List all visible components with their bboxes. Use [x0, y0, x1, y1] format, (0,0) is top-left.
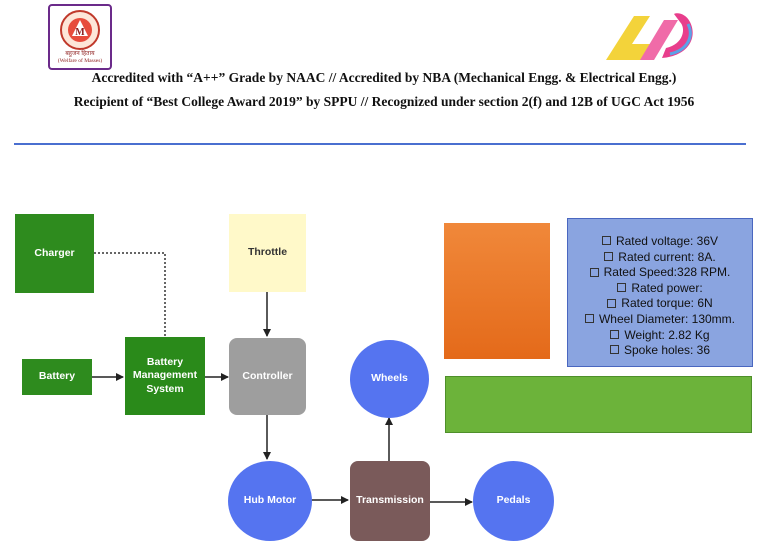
recognition-line: Recipient of “Best College Award 2019” b…	[73, 94, 695, 109]
bullet-icon	[604, 251, 614, 261]
battery-node: Battery	[22, 359, 92, 395]
wheels-node: Wheels	[350, 340, 429, 418]
spec-item: Rated torque: 6N	[568, 296, 752, 312]
college-emblem-logo: M बहुजन हिताय (Welfare of Masses)	[48, 4, 112, 70]
spec-text: Spoke holes: 36	[623, 343, 711, 358]
emblem-motto: बहुजन हिताय	[65, 51, 95, 57]
orange-placeholder-block	[444, 223, 550, 359]
accreditation-line: Accredited with “A++” Grade by NAAC // A…	[91, 70, 677, 85]
spec-text: Rated voltage: 36V	[615, 234, 719, 248]
bullet-icon	[584, 314, 594, 324]
spec-text: Rated power:	[631, 280, 703, 295]
spec-item: Wheel Diameter: 130mm.	[568, 312, 752, 328]
transmission-node: Transmission	[350, 461, 430, 541]
bullet-icon	[607, 298, 617, 308]
brand-logo	[604, 8, 700, 64]
spec-item: Spoke holes: 36	[568, 343, 752, 359]
controller-node: Controller	[229, 338, 306, 415]
spec-item: Rated current: 8A.	[568, 250, 752, 266]
spec-item: Rated voltage: 36V	[568, 234, 752, 250]
spec-text: Weight: 2.82 Kg	[624, 327, 710, 342]
bullet-icon	[609, 345, 619, 355]
svg-text:M: M	[75, 27, 85, 38]
emblem-caption: (Welfare of Masses)	[57, 58, 103, 64]
green-placeholder-bar	[445, 376, 752, 433]
bullet-icon	[610, 329, 620, 339]
bullet-icon	[601, 236, 611, 246]
hub-motor-node: Hub Motor	[228, 461, 312, 541]
motor-specs-panel: Rated voltage: 36V Rated current: 8A. Ra…	[567, 218, 753, 367]
spec-item: Rated power:	[568, 281, 752, 297]
spec-text: Wheel Diameter: 130mm.	[598, 311, 736, 326]
bullet-icon	[617, 283, 627, 293]
throttle-node: Throttle	[229, 214, 306, 292]
header-divider	[14, 143, 746, 145]
charger-node: Charger	[15, 214, 94, 293]
spec-text: Rated Speed:328 RPM.	[603, 265, 731, 280]
spec-item: Rated Speed:328 RPM.	[568, 265, 752, 281]
bms-node: Battery Management System	[125, 337, 205, 415]
spec-text: Rated torque: 6N	[621, 296, 713, 311]
pedals-node: Pedals	[473, 461, 554, 541]
bullet-icon	[589, 267, 599, 277]
spec-item: Weight: 2.82 Kg	[568, 328, 752, 344]
charger-bms-connector	[94, 252, 166, 337]
spec-text: Rated current: 8A.	[618, 249, 716, 264]
